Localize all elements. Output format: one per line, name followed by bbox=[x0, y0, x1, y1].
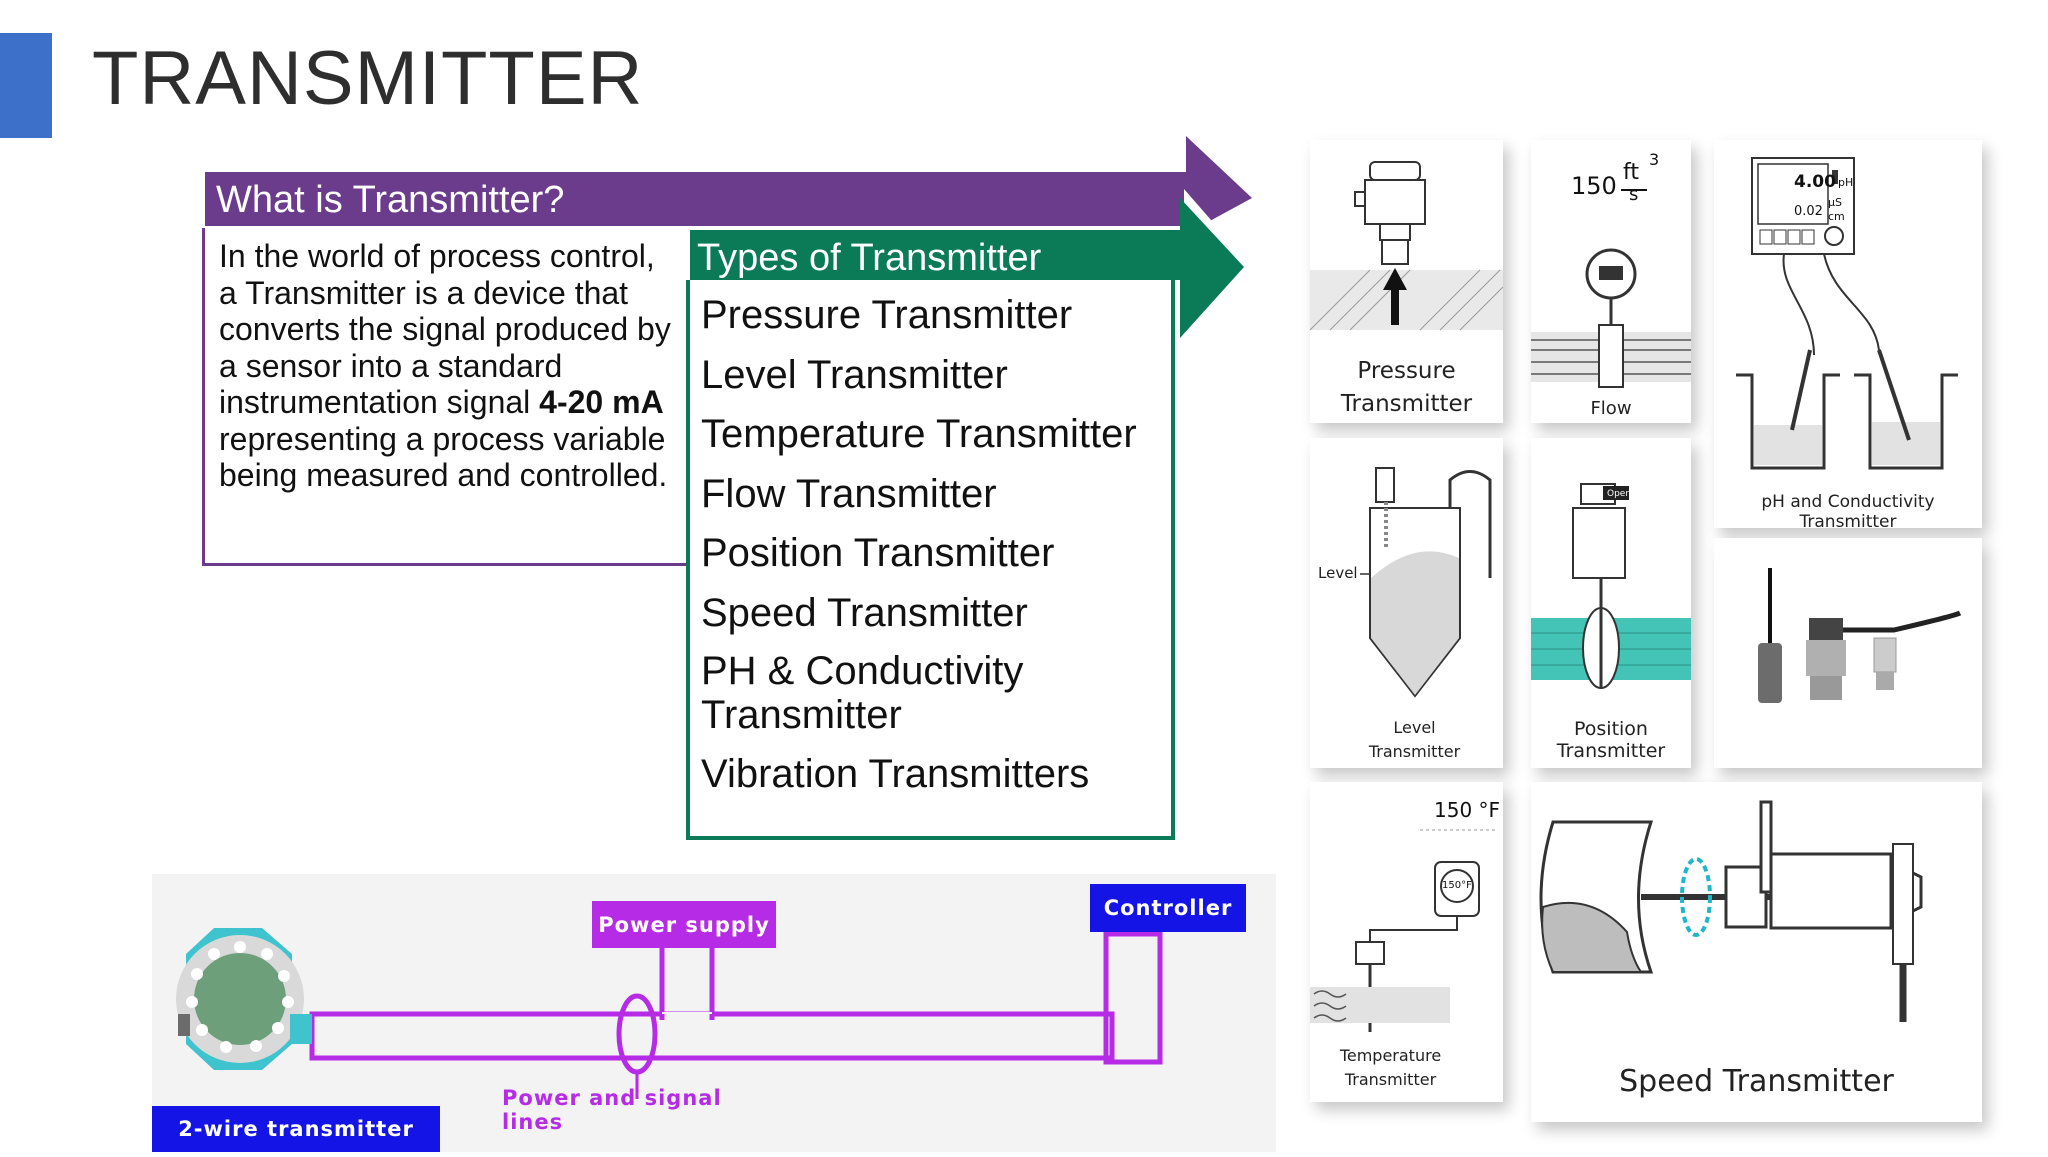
ph-display-value: 4.00 bbox=[1794, 172, 1836, 192]
level-axis-label: Level bbox=[1318, 564, 1358, 582]
two-wire-transmitter-label: 2-wire transmitter bbox=[152, 1106, 440, 1152]
ph-caption: pH and Conductivity Transmitter bbox=[1761, 492, 1935, 528]
conductivity-unit-bottom: cm bbox=[1828, 210, 1845, 223]
title-accent-bar bbox=[0, 33, 52, 138]
position-caption: Position Transmitter bbox=[1556, 718, 1666, 762]
power-signal-lines-label: Power and signal lines bbox=[502, 1086, 722, 1134]
temperature-reading: 150 °F bbox=[1434, 798, 1501, 822]
type-item-speed: Speed Transmitter bbox=[701, 590, 1028, 635]
flow-reading-unit-top: ft bbox=[1623, 160, 1639, 185]
temperature-caption-line1: Temperature bbox=[1339, 1046, 1442, 1065]
position-transmitter-image: Open Position Transmitter bbox=[1531, 438, 1691, 768]
speed-illustration bbox=[1539, 800, 1923, 1022]
definition-text: In the world of process control, a Trans… bbox=[219, 238, 671, 493]
types-list: Pressure Transmitter Level Transmitter T… bbox=[686, 280, 1175, 840]
flow-caption: Flow bbox=[1590, 398, 1632, 419]
ph-display-unit: pH bbox=[1838, 176, 1854, 189]
flow-transmitter-image: 150 ft 3 s Flow bbox=[1531, 140, 1691, 423]
speed-caption: Speed Transmitter bbox=[1619, 1064, 1894, 1099]
pressure-caption-line2: Transmitter bbox=[1340, 391, 1473, 417]
flow-reading-value: 150 bbox=[1571, 172, 1617, 200]
flow-reading-unit-bottom: s bbox=[1629, 184, 1639, 205]
type-item-pressure: Pressure Transmitter bbox=[701, 293, 1073, 337]
power-supply-label: Power supply bbox=[592, 901, 776, 948]
position-illustration bbox=[1531, 483, 1691, 689]
temperature-illustration bbox=[1310, 829, 1498, 1032]
vibration-illustration bbox=[1758, 568, 1962, 703]
ph-conductivity-image: 4.00 pH 0.02 μS cm pH and Conductivity T… bbox=[1714, 140, 1982, 528]
slide-title: TRANSMITTER bbox=[92, 36, 644, 121]
definition-heading: What is Transmitter? bbox=[216, 179, 565, 221]
level-caption-line1: Level bbox=[1393, 718, 1436, 737]
pressure-caption-line1: Pressure bbox=[1357, 358, 1456, 384]
flow-reading-unit-exp: 3 bbox=[1649, 150, 1660, 169]
ph-illustration bbox=[1736, 157, 1958, 470]
type-item-vibration: Vibration Transmitters bbox=[701, 751, 1090, 796]
position-tag: Open bbox=[1607, 489, 1632, 499]
temperature-caption-line2: Transmitter bbox=[1344, 1070, 1437, 1089]
types-heading: Types of Transmitter bbox=[697, 237, 1042, 279]
pressure-transmitter-image: Pressure Transmitter bbox=[1310, 140, 1503, 423]
flow-illustration bbox=[1531, 189, 1691, 388]
conductivity-unit-top: μS bbox=[1828, 196, 1842, 209]
vibration-transmitter-image bbox=[1714, 538, 1982, 768]
type-item-temperature: Temperature Transmitter bbox=[701, 412, 1137, 456]
definition-box: In the world of process control, a Trans… bbox=[202, 228, 690, 566]
speed-transmitter-image: Speed Transmitter bbox=[1531, 782, 1982, 1122]
type-item-ph: PH & Conductivity Transmitter bbox=[701, 649, 1024, 737]
definition-arrow bbox=[205, 128, 1260, 238]
type-item-level: Level Transmitter bbox=[701, 352, 1008, 397]
level-illustration bbox=[1360, 467, 1492, 698]
level-caption-line2: Transmitter bbox=[1368, 742, 1461, 761]
temperature-display: 150°F bbox=[1442, 880, 1472, 891]
level-transmitter-image: Level Level Transmitter bbox=[1310, 438, 1503, 768]
wiring-illustration bbox=[176, 928, 1163, 1099]
type-item-flow: Flow Transmitter bbox=[701, 471, 997, 516]
controller-label: Controller bbox=[1090, 884, 1246, 932]
conductivity-display-value: 0.02 bbox=[1794, 204, 1823, 219]
pressure-illustration bbox=[1310, 161, 1503, 331]
type-item-position: Position Transmitter bbox=[701, 531, 1055, 575]
wiring-diagram: Power supply Controller Power and signal… bbox=[152, 874, 1276, 1152]
temperature-transmitter-image: 150 °F 150°F Temperature Transmitter bbox=[1310, 782, 1503, 1102]
types-arrow bbox=[686, 189, 1252, 347]
